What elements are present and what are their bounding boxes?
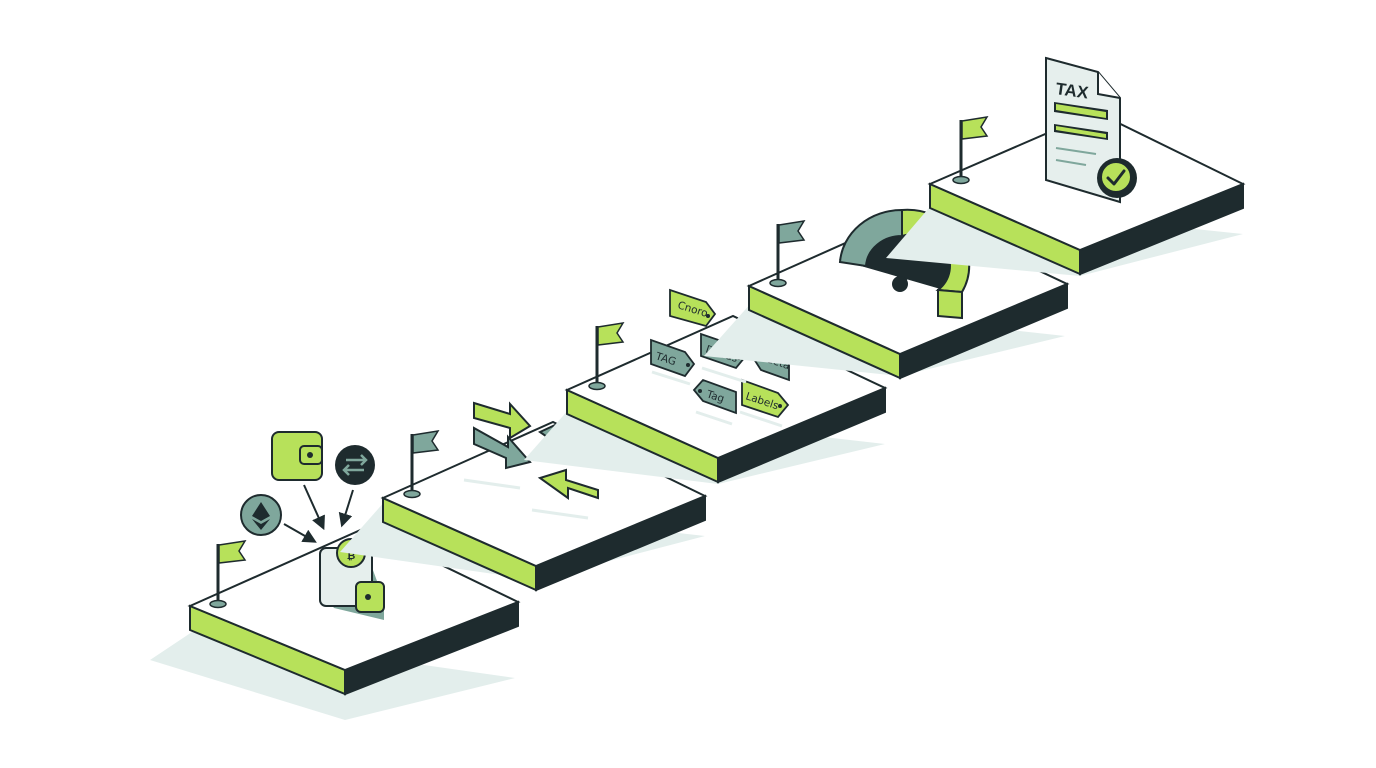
step-tax-report: TAX <box>886 56 1246 276</box>
svg-text:₿: ₿ <box>347 550 356 562</box>
flag <box>403 430 440 499</box>
swap-icon <box>335 445 375 485</box>
flag <box>588 322 625 391</box>
flag <box>952 116 989 185</box>
flag <box>769 220 806 288</box>
ethereum-icon <box>240 494 282 536</box>
wallet-icon <box>271 431 323 481</box>
checkmark-icon <box>1097 158 1137 198</box>
tag-icon[interactable]: TAG <box>650 338 696 378</box>
tag-label: Tag <box>704 388 726 405</box>
flag <box>209 540 247 609</box>
document-title: TAX <box>1054 79 1090 102</box>
tag-shadows <box>651 366 783 428</box>
tag-icon[interactable]: Cnoro <box>669 288 717 328</box>
tag-icon[interactable]: Tag <box>692 378 737 415</box>
inflow-arrows <box>283 484 354 543</box>
